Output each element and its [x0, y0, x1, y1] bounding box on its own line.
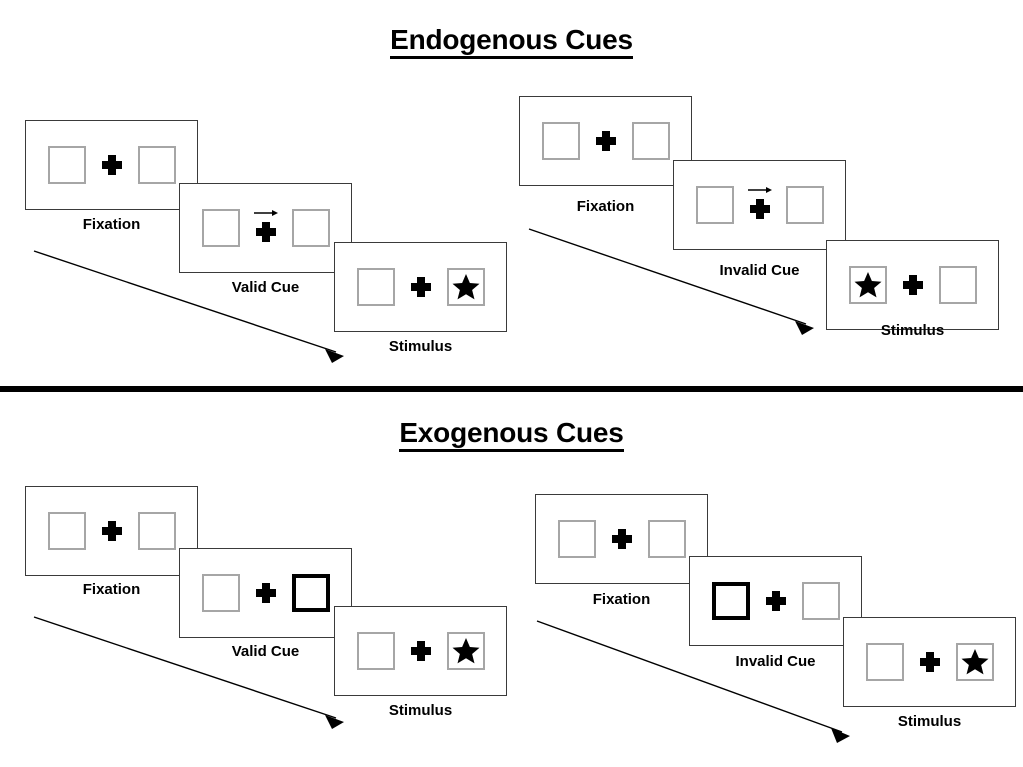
label-exogenous-invalid-cue: Invalid Cue: [735, 653, 816, 670]
right-box: [137, 146, 176, 184]
fixation-cross-icon: [595, 131, 616, 151]
left-box: [848, 266, 887, 304]
section-divider: [0, 386, 1023, 392]
right-box: [955, 643, 994, 681]
panel-content: [536, 495, 707, 583]
right-box: [785, 186, 824, 224]
center-zone: [86, 512, 138, 550]
panel-endogenous-valid-stimulus[interactable]: [334, 242, 507, 332]
panel-content: [335, 607, 506, 695]
section-title-exogenous-text: Exogenous Cues: [399, 417, 624, 452]
fixation-cross-icon: [410, 277, 431, 297]
right-box: [446, 268, 485, 306]
star-stimulus-icon: [452, 638, 479, 664]
right-box: [446, 632, 485, 670]
panel-exogenous-invalid-stimulus[interactable]: [843, 617, 1016, 707]
panel-endogenous-invalid-fixation[interactable]: [519, 96, 692, 186]
panel-exogenous-valid-fixation[interactable]: [25, 486, 198, 576]
right-box: [801, 582, 840, 620]
arrow-right-cue-icon: [747, 184, 773, 194]
center-zone: [734, 186, 786, 224]
label-endogenous-invalid-fixation: Fixation: [576, 198, 635, 215]
left-box: [695, 186, 734, 224]
left-box: [356, 268, 395, 306]
fixation-cross-icon: [611, 529, 632, 549]
fixation-cross-icon: [765, 591, 786, 611]
left-box-highlighted-cue: [711, 582, 750, 620]
label-exogenous-valid-fixation: Fixation: [82, 581, 141, 598]
fixation-cross-icon: [101, 155, 122, 175]
left-box: [541, 122, 580, 160]
panel-content: [180, 549, 351, 637]
section-title-exogenous: Exogenous Cues: [0, 417, 1023, 452]
fixation-cross-icon: [101, 521, 122, 541]
label-endogenous-invalid-cue: Invalid Cue: [719, 262, 800, 279]
fixation-cross-icon: [255, 222, 276, 242]
fixation-cross-icon: [410, 641, 431, 661]
panel-endogenous-invalid-cue[interactable]: [673, 160, 846, 250]
left-box: [201, 574, 240, 612]
panel-content: [827, 241, 998, 329]
panel-exogenous-valid-cue[interactable]: [179, 548, 352, 638]
label-exogenous-valid-stimulus: Stimulus: [388, 702, 453, 719]
right-box: [938, 266, 977, 304]
panel-content: [26, 487, 197, 575]
star-stimulus-icon: [961, 649, 988, 675]
label-exogenous-invalid-stimulus: Stimulus: [897, 713, 962, 730]
panel-content: [335, 243, 506, 331]
center-zone: [580, 122, 632, 160]
panel-content: [520, 97, 691, 185]
center-zone: [395, 268, 447, 306]
center-zone: [240, 574, 292, 612]
left-box: [47, 146, 86, 184]
panel-content: [844, 618, 1015, 706]
label-exogenous-valid-cue: Valid Cue: [231, 643, 300, 660]
panel-exogenous-invalid-cue[interactable]: [689, 556, 862, 646]
panel-endogenous-invalid-stimulus[interactable]: [826, 240, 999, 330]
arrow-right-cue-icon: [253, 207, 279, 217]
right-box: [137, 512, 176, 550]
left-box: [47, 512, 86, 550]
center-zone: [86, 146, 138, 184]
center-zone: [887, 266, 939, 304]
panel-content: [26, 121, 197, 209]
panel-endogenous-valid-cue[interactable]: [179, 183, 352, 273]
right-box-highlighted-cue: [291, 574, 330, 612]
left-box: [201, 209, 240, 247]
left-box: [356, 632, 395, 670]
left-box: [865, 643, 904, 681]
fixation-cross-icon: [749, 199, 770, 219]
fixation-cross-icon: [255, 583, 276, 603]
label-endogenous-valid-fixation: Fixation: [82, 216, 141, 233]
center-zone: [596, 520, 648, 558]
center-zone: [750, 582, 802, 620]
panel-content: [674, 161, 845, 249]
panel-exogenous-invalid-fixation[interactable]: [535, 494, 708, 584]
label-exogenous-invalid-fixation: Fixation: [592, 591, 651, 608]
section-title-endogenous: Endogenous Cues: [0, 24, 1023, 59]
right-box: [647, 520, 686, 558]
center-zone: [240, 209, 292, 247]
panel-content: [690, 557, 861, 645]
label-endogenous-valid-cue: Valid Cue: [231, 279, 300, 296]
fixation-cross-icon: [902, 275, 923, 295]
fixation-cross-icon: [919, 652, 940, 672]
panel-exogenous-valid-stimulus[interactable]: [334, 606, 507, 696]
left-box: [557, 520, 596, 558]
section-title-endogenous-text: Endogenous Cues: [390, 24, 633, 59]
label-endogenous-invalid-stimulus: Stimulus: [880, 322, 945, 339]
label-endogenous-valid-stimulus: Stimulus: [388, 338, 453, 355]
center-zone: [395, 632, 447, 670]
star-stimulus-icon: [854, 272, 881, 298]
panel-endogenous-valid-fixation[interactable]: [25, 120, 198, 210]
panel-content: [180, 184, 351, 272]
center-zone: [904, 643, 956, 681]
star-stimulus-icon: [452, 274, 479, 300]
right-box: [291, 209, 330, 247]
right-box: [631, 122, 670, 160]
